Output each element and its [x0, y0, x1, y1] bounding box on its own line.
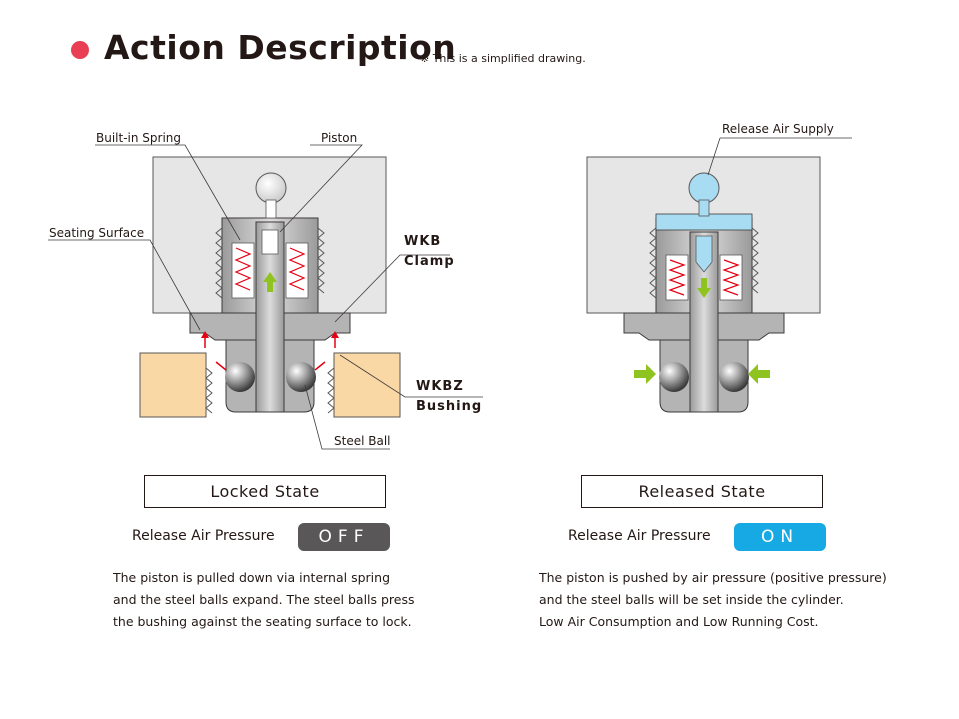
- label-seating-surface: Seating Surface: [49, 226, 144, 240]
- label-clamp: Clamp: [404, 254, 455, 269]
- label-bushing: Bushing: [416, 399, 482, 414]
- released-description-line: Low Air Consumption and Low Running Cost…: [539, 614, 819, 629]
- released-pressure-on-badge: ON: [734, 523, 826, 551]
- released-diagram: Release Air Supply: [586, 122, 852, 413]
- label-steel-ball: Steel Ball: [334, 434, 391, 448]
- piston-down-arrow: [697, 278, 711, 298]
- workpiece-right: [333, 352, 401, 418]
- title-bullet: [71, 41, 89, 59]
- released-description: The piston is pushed by air pressure (po…: [539, 567, 887, 633]
- released-description-line: and the steel balls will be set inside t…: [539, 592, 844, 607]
- ball-in-arrow-right: [748, 364, 770, 384]
- label-piston: Piston: [321, 131, 357, 145]
- ball-in-arrow-left: [634, 364, 656, 384]
- released-state-box: Released State: [581, 475, 823, 508]
- locked-release-air-pressure-label: Release Air Pressure: [132, 528, 275, 544]
- locked-description-line: and the steel balls expand. The steel ba…: [113, 592, 415, 607]
- steel-ball-right: [286, 362, 316, 392]
- released-description-line: The piston is pushed by air pressure (po…: [539, 570, 887, 585]
- locked-pressure-off-badge: OFF: [298, 523, 390, 551]
- workpiece-left: [139, 352, 207, 418]
- label-wkb: WKB: [404, 234, 441, 249]
- spring-left: [234, 247, 252, 291]
- locked-description-line: The piston is pulled down via internal s…: [113, 570, 391, 585]
- label-release-air-supply: Release Air Supply: [722, 122, 834, 136]
- locked-description-line: the bushing against the seating surface …: [113, 614, 412, 629]
- released-release-air-pressure-label: Release Air Pressure: [568, 528, 711, 544]
- spring-right: [288, 247, 306, 291]
- locked-description: The piston is pulled down via internal s…: [113, 567, 415, 633]
- locked-state-box: Locked State: [144, 475, 386, 508]
- air-supply-port: [688, 172, 720, 204]
- steel-ball-left: [225, 362, 255, 392]
- piston-up-arrow: [263, 272, 277, 292]
- label-wkbz: WKBZ: [416, 379, 464, 394]
- locked-diagram: Built-in Spring Piston Seating Surface W…: [48, 131, 483, 450]
- label-built-in-spring: Built-in Spring: [96, 131, 181, 145]
- air-port-knob: [255, 172, 287, 204]
- simplified-drawing-note: ※ This is a simplified drawing.: [420, 52, 586, 65]
- page-title: Action Description: [104, 28, 457, 67]
